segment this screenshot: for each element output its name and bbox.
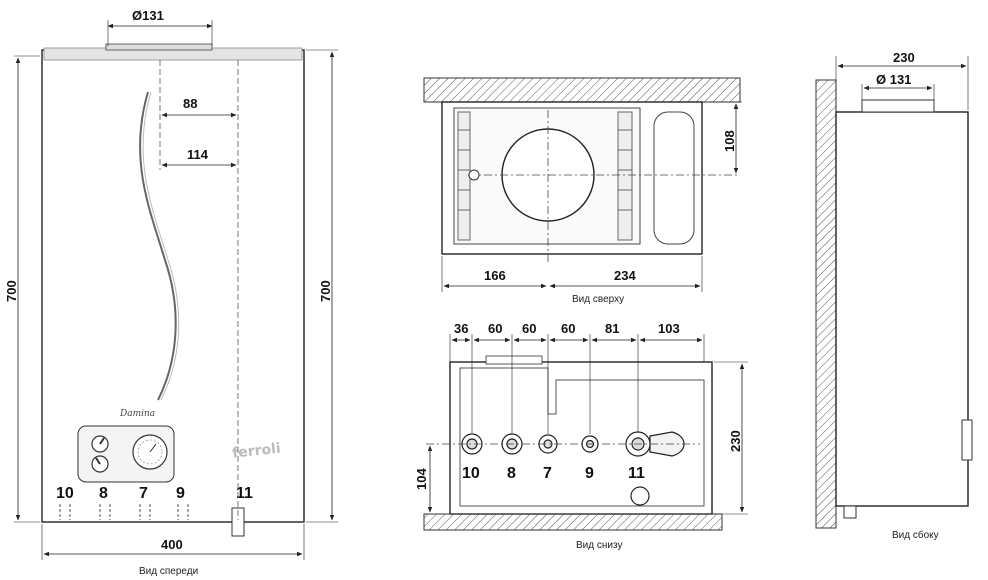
- front-view: Damina ferroli 10 8 7 9 11: [4, 8, 338, 577]
- bottom-dim-103: 103: [658, 321, 680, 336]
- front-dim-height-right: 700: [318, 280, 333, 302]
- top-dim-166: 166: [484, 268, 506, 283]
- bottom-dim-81: 81: [605, 321, 619, 336]
- front-connection-8: 8: [99, 485, 108, 502]
- front-dim-width: 400: [161, 537, 183, 552]
- bottom-dim-230: 230: [728, 430, 743, 452]
- top-side-compartment: [653, 111, 695, 245]
- front-connection-11: 11: [236, 485, 253, 502]
- bottom-dim-36: 36: [454, 321, 468, 336]
- front-dim-height-left: 700: [4, 280, 19, 302]
- side-view: 230 Ø 131 Вид сбоку: [815, 50, 973, 541]
- bottom-view: 10 8 7 9 11 36 60 60 60 81: [414, 321, 748, 551]
- front-connection-7: 7: [139, 485, 148, 502]
- side-view-caption: Вид сбоку: [892, 529, 939, 541]
- front-dim-114: 114: [187, 147, 209, 162]
- wall-section-top: [423, 77, 741, 103]
- top-side-slats: [457, 111, 633, 241]
- top-view: 108 166 234 Вид сверху: [423, 77, 742, 305]
- front-connection-10: 10: [56, 485, 74, 502]
- top-dim-234: 234: [614, 268, 636, 283]
- decorative-wave: [139, 91, 177, 401]
- top-view-caption: Вид сверху: [572, 294, 624, 305]
- bottom-dim-60b: 60: [522, 321, 536, 336]
- top-dim-108: 108: [722, 130, 737, 152]
- bottom-connection-8: 8: [507, 465, 516, 482]
- front-dim-88: 88: [183, 96, 197, 111]
- bottom-dim-104: 104: [414, 468, 429, 490]
- side-dim-flue: Ø 131: [876, 72, 911, 87]
- wall-section-bottom: [423, 513, 723, 531]
- bottom-dim-60c: 60: [561, 321, 575, 336]
- front-dim-flue: Ø131: [132, 8, 164, 23]
- bottom-connection-labels: 10 8 7 9 11: [462, 465, 645, 482]
- front-view-caption: Вид спереди: [139, 566, 198, 577]
- side-flue: [861, 99, 935, 113]
- side-dim-230: 230: [893, 50, 915, 65]
- bottom-connection-7: 7: [543, 465, 552, 482]
- bottom-connection-9: 9: [585, 465, 594, 482]
- wall-section-side: [815, 79, 837, 529]
- bottom-dim-60a: 60: [488, 321, 502, 336]
- bottom-connection-10: 10: [462, 465, 480, 482]
- ferroli-logo: ferroli: [231, 441, 281, 462]
- front-connection-labels: 10 8 7 9 11: [56, 485, 253, 502]
- flue-collar: [105, 43, 213, 51]
- front-fittings: [59, 504, 245, 537]
- front-connection-9: 9: [176, 485, 185, 502]
- brand-name: Damina: [119, 409, 155, 419]
- bottom-view-caption: Вид снизу: [576, 540, 622, 551]
- bottom-connection-11: 11: [628, 465, 645, 482]
- boiler-side-body: [835, 111, 969, 507]
